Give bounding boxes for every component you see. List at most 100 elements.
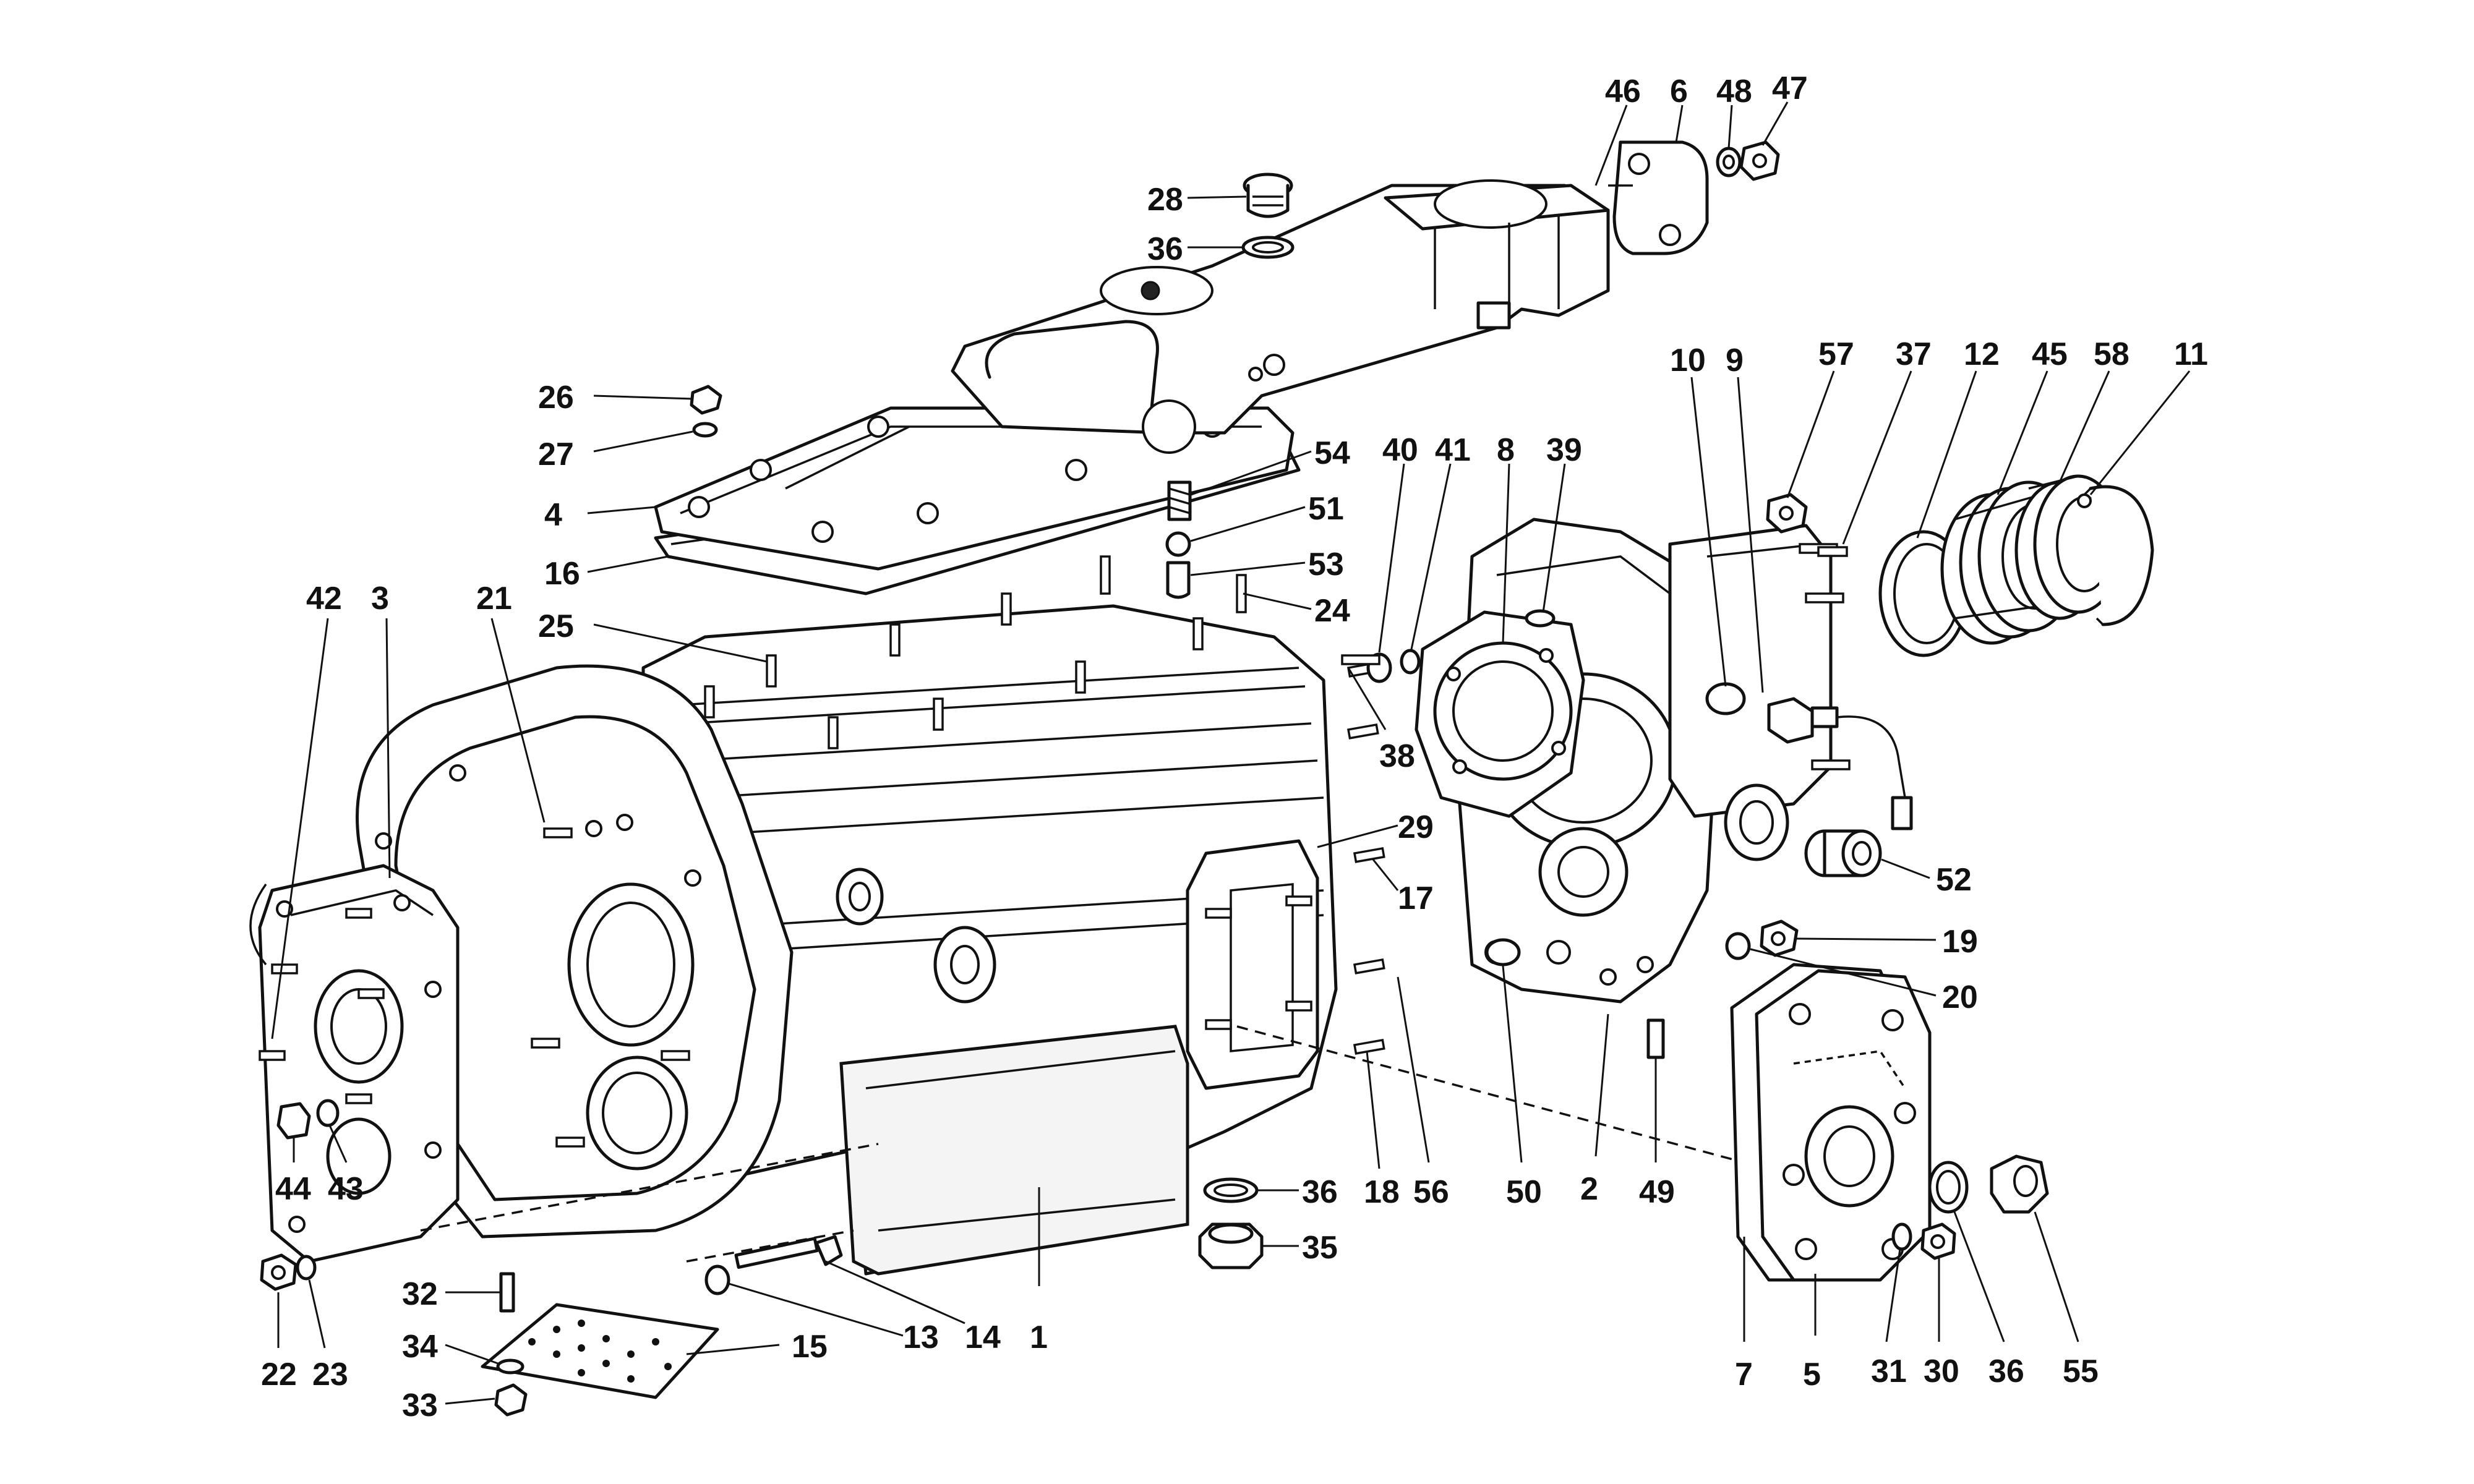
stud-38	[1341, 654, 1380, 665]
callout-41: 41	[1410, 432, 1471, 650]
svg-text:19: 19	[1942, 924, 1978, 960]
callout-51: 51	[1190, 491, 1344, 542]
washer-10	[1705, 682, 1746, 715]
callout-25: 25	[538, 608, 768, 663]
callout-31: 31	[1871, 1248, 1907, 1389]
svg-text:55: 55	[2063, 1354, 2099, 1389]
callout-55: 55	[2034, 1211, 2099, 1389]
callout-11: 11	[2089, 336, 2208, 495]
svg-text:51: 51	[1308, 491, 1344, 527]
nut-33	[494, 1383, 528, 1417]
dowel-49	[1646, 1018, 1665, 1059]
svg-text:58: 58	[2094, 336, 2129, 372]
plug-50	[1485, 938, 1521, 966]
nut-26	[690, 385, 722, 415]
seal-39	[1525, 609, 1556, 628]
callout-22: 22	[261, 1292, 297, 1392]
callout-16: 16	[544, 555, 669, 592]
washer-31	[1891, 1222, 1912, 1251]
bolt-14	[734, 1235, 843, 1269]
callout-20: 20	[1750, 948, 1978, 1015]
callout-12: 12	[1916, 336, 2000, 539]
svg-text:34: 34	[402, 1329, 438, 1365]
callout-3: 3	[371, 581, 391, 879]
svg-text:35: 35	[1302, 1230, 1338, 1266]
callout-36-rear: 36	[1953, 1211, 2024, 1389]
washer-36-sump	[1203, 1177, 1259, 1203]
washer-20	[1725, 932, 1751, 960]
svg-text:8: 8	[1497, 432, 1515, 468]
callout-7: 7	[1735, 1237, 1753, 1392]
svg-text:45: 45	[2032, 336, 2068, 372]
callout-43: 43	[328, 1125, 364, 1207]
sensor-switch	[1767, 697, 1913, 830]
washer-13	[704, 1264, 730, 1295]
svg-text:22: 22	[261, 1357, 297, 1392]
callout-17: 17	[1372, 859, 1434, 916]
callout-47: 47	[1761, 70, 1808, 146]
svg-text:25: 25	[538, 608, 574, 644]
nut-44	[276, 1102, 311, 1140]
bush-52	[1804, 829, 1882, 877]
callout-24: 24	[1243, 592, 1350, 629]
svg-text:21: 21	[476, 581, 512, 616]
callout-33: 33	[402, 1388, 495, 1423]
ball-51	[1165, 531, 1191, 557]
cover-plate-6	[1608, 140, 1709, 255]
washer-43	[316, 1099, 340, 1127]
svg-text:42: 42	[306, 581, 342, 616]
svg-text:37: 37	[1896, 336, 1932, 372]
svg-text:29: 29	[1398, 809, 1434, 845]
callout-58: 58	[2058, 336, 2129, 483]
callout-34: 34	[402, 1329, 499, 1365]
washer-23	[296, 1255, 317, 1281]
plate-15	[481, 1303, 719, 1399]
nut-41	[1400, 649, 1421, 675]
callout-4: 4	[544, 497, 656, 533]
callout-53: 53	[1190, 547, 1344, 582]
circlip-11	[2077, 485, 2154, 626]
callout-44: 44	[275, 1138, 311, 1207]
callout-14: 14	[825, 1260, 1001, 1355]
callout-18: 18	[1364, 1051, 1400, 1210]
callout-15: 15	[686, 1329, 828, 1365]
callouts: 1 2 3 4 5 6 7	[261, 70, 2208, 1423]
svg-text:7: 7	[1735, 1357, 1753, 1392]
svg-text:44: 44	[275, 1171, 311, 1207]
svg-text:14: 14	[965, 1320, 1001, 1355]
callout-19: 19	[1796, 924, 1978, 960]
extension-housing-9	[1668, 524, 1851, 861]
callout-39: 39	[1542, 432, 1582, 613]
stud-37	[1817, 546, 1848, 557]
callout-30: 30	[1924, 1258, 1959, 1389]
spring-54	[1167, 480, 1192, 521]
svg-text:47: 47	[1772, 70, 1808, 106]
nut-47	[1739, 140, 1780, 181]
svg-text:6: 6	[1670, 74, 1688, 109]
washer-27	[692, 422, 718, 438]
callout-6: 6	[1670, 74, 1688, 143]
callout-57: 57	[1786, 336, 1854, 498]
svg-text:31: 31	[1871, 1354, 1907, 1389]
callout-42: 42	[271, 581, 342, 1039]
svg-text:16: 16	[544, 556, 580, 592]
callout-28: 28	[1147, 182, 1247, 218]
svg-text:15: 15	[792, 1329, 828, 1365]
nut-19	[1760, 919, 1799, 957]
svg-text:36: 36	[1302, 1174, 1338, 1210]
svg-text:41: 41	[1435, 432, 1471, 468]
plunger-53	[1166, 561, 1191, 599]
svg-text:27: 27	[538, 437, 574, 472]
svg-text:36: 36	[1147, 231, 1183, 267]
callout-45: 45	[1997, 336, 2068, 495]
svg-text:32: 32	[402, 1276, 438, 1312]
callout-5: 5	[1803, 1274, 1821, 1392]
svg-text:5: 5	[1803, 1357, 1821, 1392]
svg-text:46: 46	[1605, 74, 1641, 109]
dowel-32	[499, 1272, 515, 1313]
svg-text:3: 3	[371, 581, 389, 616]
svg-text:39: 39	[1546, 432, 1582, 468]
svg-text:17: 17	[1398, 881, 1434, 916]
shift-housing-46	[951, 179, 1610, 454]
svg-text:2: 2	[1580, 1171, 1598, 1207]
